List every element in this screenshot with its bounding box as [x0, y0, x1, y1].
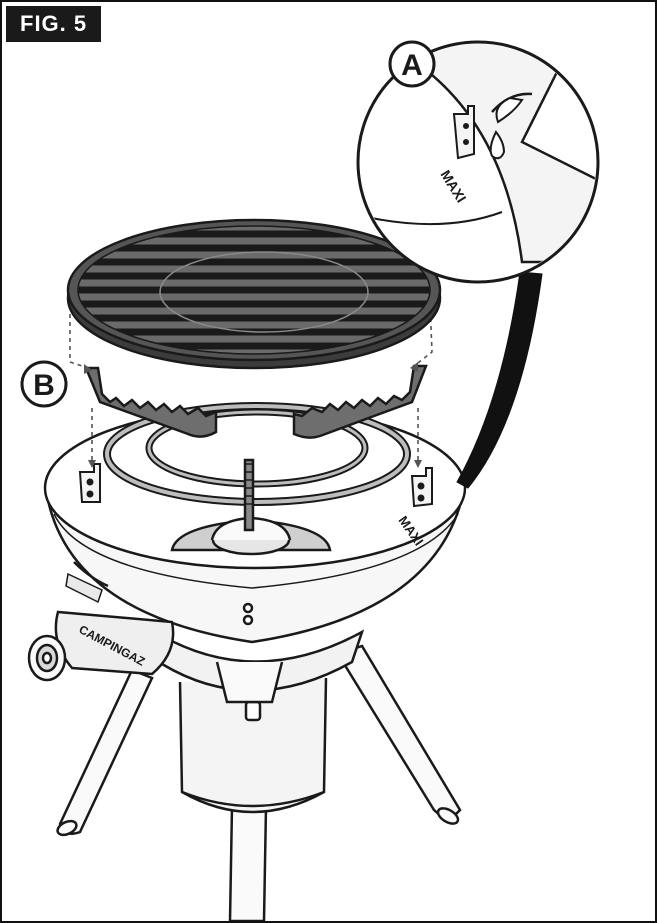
- central-burner: [170, 458, 332, 556]
- leg-left: [58, 668, 154, 835]
- figure-label: FIG. 5: [6, 6, 102, 42]
- leg-right: [336, 644, 462, 819]
- regulator-knob: CAMPINGAZ: [27, 610, 175, 682]
- guide-arrowheads: [84, 362, 422, 468]
- inset-detail: MAXI: [356, 40, 600, 284]
- callout-b: B: [20, 360, 68, 408]
- burner-ring: [103, 402, 411, 506]
- callout-a-label: A: [401, 49, 423, 82]
- grill-support-left: [84, 366, 218, 438]
- callout-b-label: B: [33, 369, 55, 402]
- grill-support-right: [292, 364, 428, 439]
- inset-leader: [456, 271, 543, 489]
- bowl-base: [149, 627, 365, 704]
- callout-a: A: [388, 40, 436, 88]
- bracket-right: [410, 467, 433, 508]
- bracket-left: [78, 463, 101, 503]
- grill-plate: [66, 218, 442, 370]
